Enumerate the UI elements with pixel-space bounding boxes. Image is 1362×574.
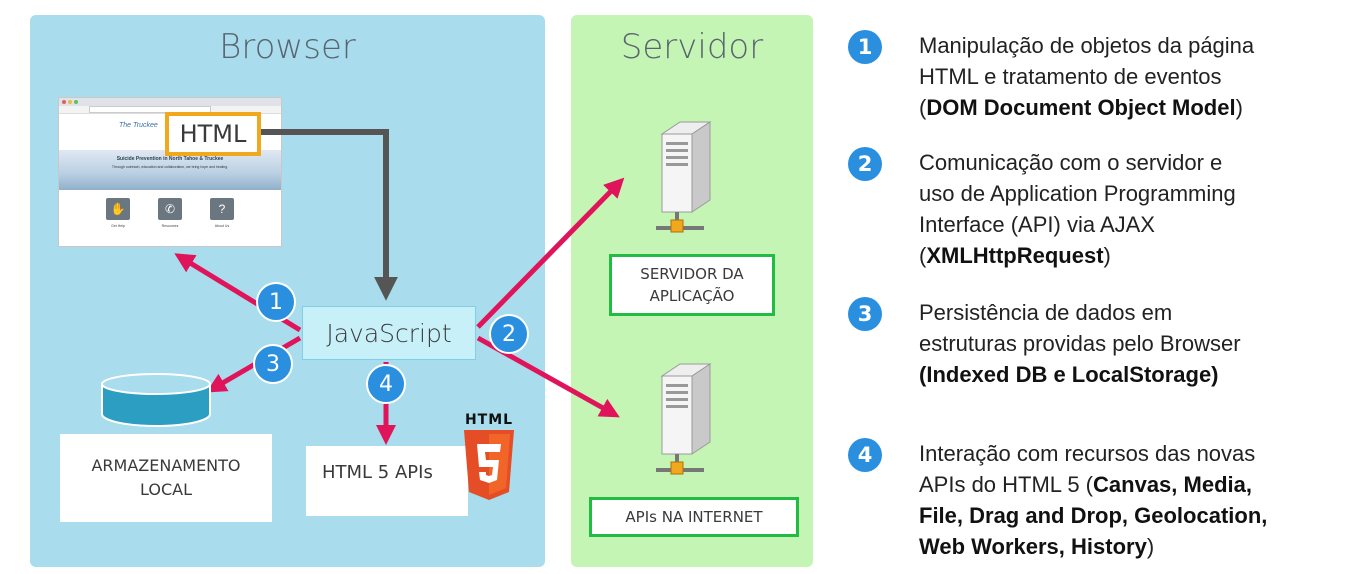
local-storage-label: ARMAZENAMENTO LOCAL — [60, 434, 272, 522]
arrow-html-to-js — [261, 129, 398, 301]
mockup-card: ? — [210, 198, 234, 220]
html5-apis-label: HTML 5 APIs — [306, 446, 468, 516]
legend-marker-3: 3 — [848, 297, 882, 331]
marker-1: 1 — [256, 282, 296, 322]
database-cylinder-icon — [100, 372, 212, 428]
mockup-hero-sub: Through outreach, education and collabor… — [111, 165, 229, 169]
mockup-card-row: ✋ ✆ ? — [59, 198, 281, 220]
legend-item-1: Manipulação de objetos da página HTML e … — [919, 33, 1255, 120]
mockup-card-labels: Get Help Resources About Us — [111, 224, 230, 228]
internet-apis-label: APIs NA INTERNET — [589, 497, 799, 537]
marker-2: 2 — [489, 314, 529, 354]
server-icon — [654, 362, 714, 484]
mockup-card: ✋ — [106, 198, 130, 220]
legend-item-3: Persistência de dados em estruturas prov… — [919, 300, 1241, 387]
mockup-card: ✆ — [158, 198, 182, 220]
mockup-hero: Suicide Prevention in North Tahoe & Truc… — [59, 150, 281, 190]
arrow-js-to-app-server — [476, 177, 625, 329]
mockup-logo: The Truckee — [119, 122, 158, 129]
app-server-label: SERVIDOR DA APLICAÇÃO — [609, 254, 775, 316]
marker-3: 3 — [253, 344, 293, 384]
legend-marker-1: 1 — [848, 30, 882, 64]
legend-marker-4: 4 — [848, 438, 882, 472]
html5-logo-icon: HTML — [460, 412, 518, 504]
marker-4: 4 — [366, 364, 406, 404]
server-title: Servidor — [620, 27, 764, 67]
javascript-box: JavaScript — [302, 306, 476, 360]
html-label: HTML — [165, 112, 261, 156]
legend-item-4: Interação com recursos das novas APIs do… — [919, 441, 1268, 559]
mockup-titlebar — [59, 98, 281, 106]
server-icon — [654, 120, 714, 242]
browser-title: Browser — [219, 27, 356, 67]
legend-item-2: Comunicação com o servidor e uso de Appl… — [919, 150, 1236, 268]
legend-marker-2: 2 — [848, 147, 882, 181]
mockup-hero-title: Suicide Prevention in North Tahoe & Truc… — [116, 156, 224, 162]
